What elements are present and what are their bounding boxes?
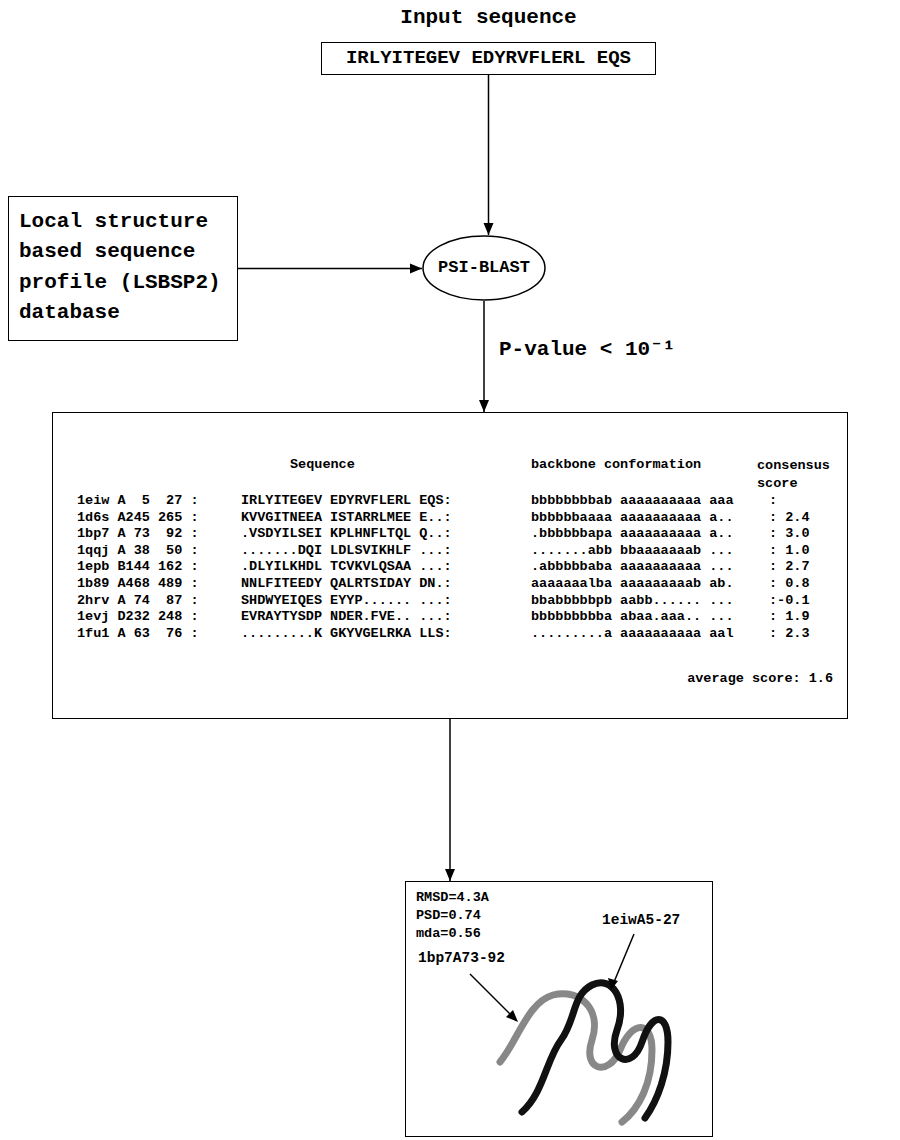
arrowhead: [479, 400, 489, 412]
pdb-id-range: 1evj D232 248 :: [77, 609, 199, 624]
structure-label: 1bp7A73-92: [418, 950, 505, 966]
consensus-score: : 0.8: [769, 576, 810, 591]
database-box: Local structure based sequence profile (…: [8, 196, 238, 341]
column-header: Sequence: [290, 457, 355, 472]
backbone-conformation: bbbbbbbbab aaaaaaaaaa aaa: [531, 493, 734, 508]
column-header: consensus score: [757, 457, 832, 492]
backbone-conformation: bbabbbbbpb aabb...... ...: [531, 593, 734, 608]
consensus-score: :-0.1: [769, 593, 810, 608]
aligned-sequence: NNLFITEEDY QALRTSIDAY DN.:: [241, 576, 452, 591]
consensus-score: : 2.3: [769, 626, 810, 641]
mda-value: mda=0.56: [416, 926, 481, 941]
connector-arrow: [238, 264, 422, 274]
pdb-id-range: 2hrv A 74 87 :: [77, 593, 199, 608]
aligned-sequence: .DLYILKHDL TCVKVLQSAA ...:: [241, 559, 452, 574]
pdb-id-range: 1eiw A 5 27 :: [77, 493, 199, 508]
backbone-conformation: bbbbbbbbba abaa.aaa.. ...: [531, 609, 734, 624]
leader-line: [470, 974, 512, 1016]
connector-line: [488, 75, 490, 235]
pdb-id-range: 1d6s A245 265 :: [77, 510, 199, 525]
consensus-score: : 3.0: [769, 526, 810, 541]
aligned-sequence: .......DQI LDLSVIKHLF ...:: [241, 543, 452, 558]
pdb-id-range: 1epb B144 162 :: [77, 559, 199, 574]
edge-label: P-value < 10⁻¹: [496, 335, 678, 362]
connector-line: [483, 301, 485, 412]
connector-arrow: [479, 301, 489, 412]
connector-line: [449, 719, 451, 881]
rmsd-value: RMSD=4.3A: [416, 890, 489, 905]
backbone-conformation: .bbbbbbapa aaaaaaaaaa a..: [531, 526, 734, 541]
backbone-conformation: .abbbbbaba aaaaaaaaaa ...: [531, 559, 734, 574]
pdb-id-range: 1b89 A468 489 :: [77, 576, 199, 591]
pdb-id-range: 1bp7 A 73 92 :: [77, 526, 199, 541]
backbone-conformation: .......abb bbaaaaaaab ...: [531, 543, 734, 558]
backbone-conformation: bbbbbbaaaa aaaaaaaaaa a..: [531, 510, 734, 525]
average-score: average score: 1.6: [687, 671, 833, 686]
consensus-score: : 1.0: [769, 543, 810, 558]
consensus-score: : 2.7: [769, 559, 810, 574]
aligned-sequence: .........K GKYVGELRKA LLS:: [241, 626, 452, 641]
heading: Input sequence: [322, 6, 655, 29]
aligned-sequence: .VSDYILSEI KPLHNFLTQL Q..:: [241, 526, 452, 541]
process-ellipse: PSI-BLAST: [422, 235, 546, 301]
connector-arrow: [445, 719, 455, 881]
connector-arrow: [484, 75, 494, 235]
arrowhead: [445, 869, 455, 881]
connector-line: [238, 268, 422, 270]
leader-arrowhead: [506, 1010, 518, 1022]
arrowhead: [410, 264, 422, 274]
ellipse-shape: [423, 236, 545, 300]
aligned-sequence: KVVGITNEEA ISTARRLMEE E..:: [241, 510, 452, 525]
result-box: RMSD=4.3A PSD=0.74 mda=0.56 1eiwA5-27 1bp7A7…: [405, 881, 713, 1137]
input-box: Input sequenceIRLYITEGEV EDYRVFLERL EQS: [321, 42, 656, 75]
backbone-conformation: .........a aaaaaaaaaa aal: [531, 626, 734, 641]
psd-value: PSD=0.74: [416, 908, 481, 923]
pdb-id-range: 1fu1 A 63 76 :: [77, 626, 199, 641]
leader-line: [614, 934, 634, 982]
leader-arrowhead: [608, 978, 618, 990]
consensus-score: :: [769, 493, 777, 508]
arrowhead: [484, 223, 494, 235]
process-label: PSI-BLAST: [422, 235, 546, 301]
aligned-sequence: SHDWYEIQES EYYP...... ...:: [241, 593, 452, 608]
consensus-score: : 2.4: [769, 510, 810, 525]
consensus-score: : 1.9: [769, 609, 810, 624]
structure-label: 1eiwA5-27: [602, 912, 680, 928]
database-label: Local structure based sequence profile (…: [9, 197, 236, 339]
aligned-sequence: EVRAYTYSDP NDER.FVE.. ...:: [241, 609, 452, 624]
aligned-sequence: IRLYITEGEV EDYRVFLERL EQS:: [241, 493, 452, 508]
input-sequence: IRLYITEGEV EDYRVFLERL EQS: [322, 43, 655, 74]
alignment-box: Sequence backbone conformation consensus s…: [52, 412, 848, 719]
column-header: backbone conformation: [531, 457, 701, 472]
pdb-id-range: 1qqj A 38 50 :: [77, 543, 199, 558]
black-backbone-trace: [522, 983, 668, 1118]
backbone-conformation: aaaaaaalba aaaaaaaaab ab.: [531, 576, 734, 591]
